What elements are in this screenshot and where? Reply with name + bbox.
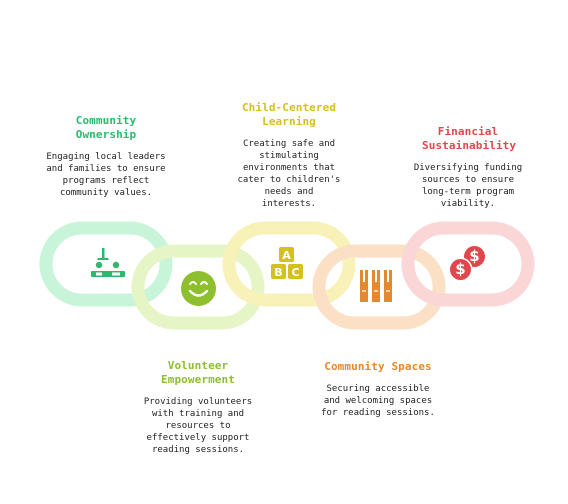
item-description: Creating safe and stimulating environmen… <box>237 139 341 209</box>
item-child-centered-learning: Child-Centered Learning Creating safe an… <box>229 101 349 210</box>
chain-link-financial-sustainability <box>401 221 535 307</box>
dollar-coin-back <box>464 246 485 267</box>
item-community-ownership: Community Ownership Engaging local leade… <box>46 114 166 199</box>
chain-link-community-spaces <box>312 244 446 330</box>
block-a-letter: A <box>282 249 291 262</box>
item-title: Volunteer Empowerment <box>161 359 235 386</box>
dollar-coins-icon: $ $ <box>448 246 488 286</box>
item-volunteer-empowerment: Volunteer Empowerment Providing voluntee… <box>138 359 258 456</box>
item-description: Providing volunteers with training and r… <box>143 397 253 455</box>
item-community-spaces: Community Spaces Securing accessible and… <box>314 360 442 419</box>
dollar-coin-front <box>450 259 471 280</box>
item-title: Community Spaces <box>324 360 432 373</box>
item-title: Financial Sustainability <box>422 125 517 152</box>
block-c-letter: C <box>291 266 299 279</box>
community-meeting-icon <box>91 248 125 277</box>
item-title: Child-Centered Learning <box>241 101 337 128</box>
chain-link-community-ownership <box>39 221 173 307</box>
chain-link-child-centered-learning <box>222 221 356 307</box>
item-description: Engaging local leaders and families to e… <box>46 152 166 198</box>
abc-blocks-icon: A B C <box>271 247 303 279</box>
dollar-coin-front-symbol: $ <box>455 260 466 278</box>
item-description: Securing accessible and welcoming spaces… <box>321 384 435 418</box>
bookshelf-icon <box>360 270 392 302</box>
chain-link-volunteer-empowerment <box>131 244 265 330</box>
item-financial-sustainability: Financial Sustainability Diversifying fu… <box>408 125 528 210</box>
dollar-coin-back-symbol: $ <box>469 247 480 265</box>
item-title: Community Ownership <box>75 114 137 141</box>
smiley-face-icon <box>181 271 216 306</box>
item-description: Diversifying funding sources to ensure l… <box>413 163 523 209</box>
block-b-letter: B <box>274 266 282 279</box>
